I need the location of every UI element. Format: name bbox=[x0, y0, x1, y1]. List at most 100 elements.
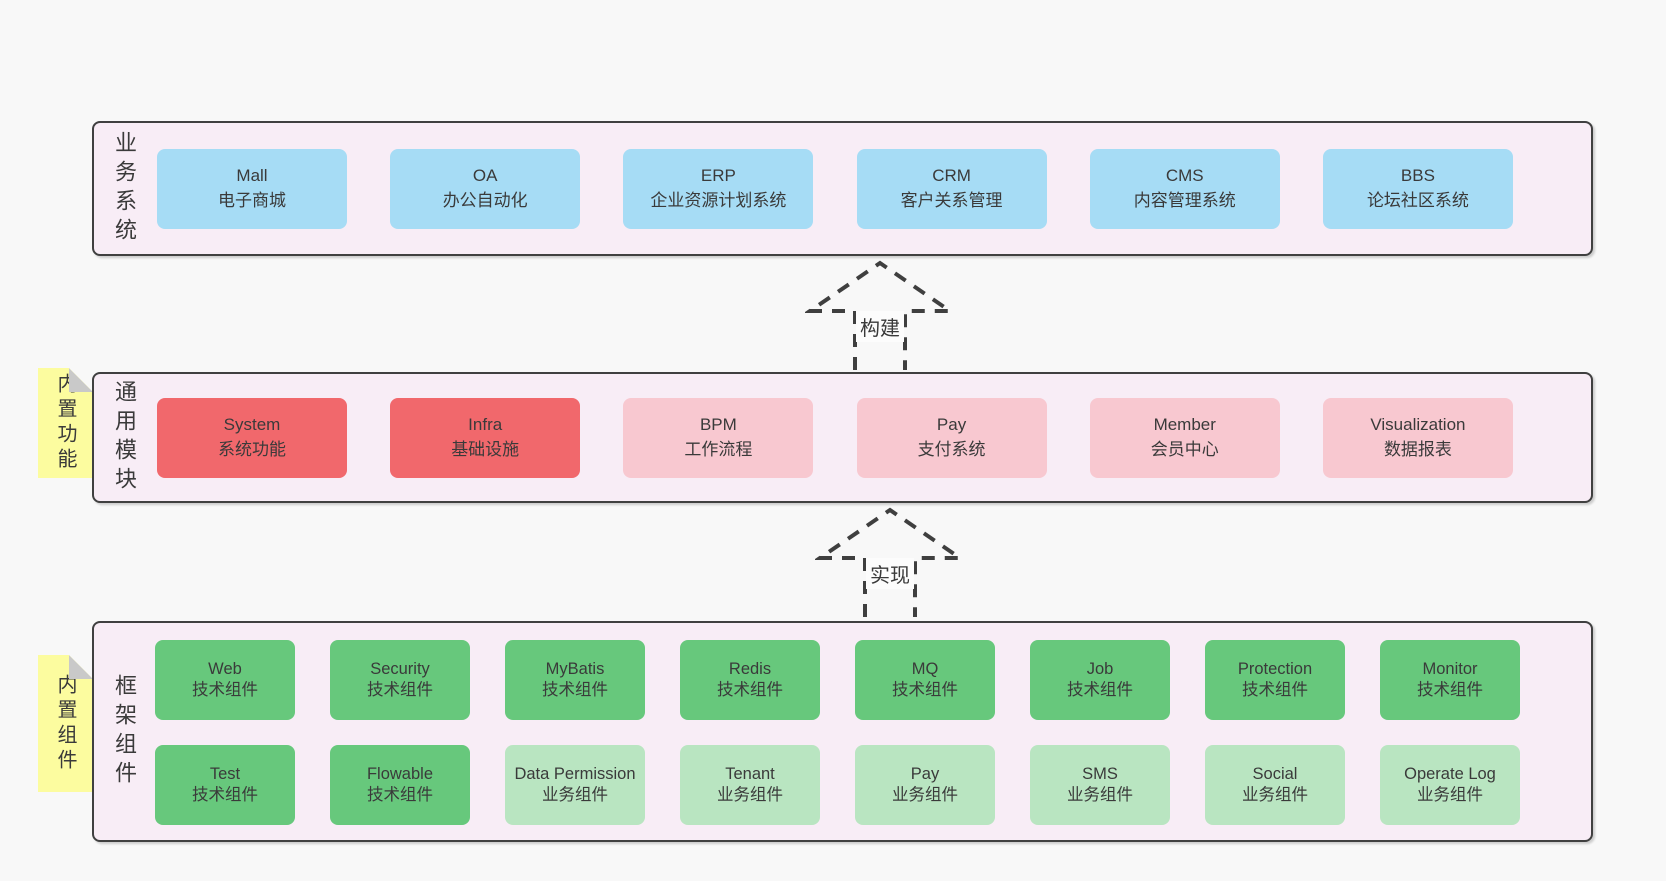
box-subtitle: 技术组件 bbox=[717, 681, 783, 699]
components-box-row-1: Web 技术组件 Security 技术组件 MyBatis 技术组件 Redi… bbox=[155, 640, 1520, 720]
box-subtitle: 业务组件 bbox=[717, 786, 783, 804]
box-title: Redis bbox=[728, 659, 772, 678]
box-title: Tenant bbox=[725, 764, 775, 783]
note-fold-corner bbox=[69, 368, 93, 392]
band-business-systems: 业务系统 Mall 电子商城 OA 办公自动化 ERP 企业资源计划系统 CRM… bbox=[92, 121, 1593, 256]
box-sms: SMS 业务组件 bbox=[1030, 745, 1170, 825]
box-title: ERP bbox=[700, 166, 736, 186]
dashed-up-arrow-icon bbox=[805, 260, 955, 370]
box-test: Test 技术组件 bbox=[155, 745, 295, 825]
box-system: System 系统功能 bbox=[157, 398, 347, 478]
box-title: MyBatis bbox=[545, 659, 605, 678]
box-bbs: BBS 论坛社区系统 bbox=[1322, 149, 1513, 229]
box-subtitle: 电子商城 bbox=[218, 191, 286, 210]
box-subtitle: 数据报表 bbox=[1383, 440, 1452, 459]
box-operate-log: Operate Log 业务组件 bbox=[1380, 745, 1520, 825]
box-subtitle: 技术组件 bbox=[1417, 681, 1483, 699]
sticky-note-built-in-components: 内置组件 bbox=[38, 655, 93, 792]
box-subtitle: 技术组件 bbox=[192, 681, 258, 699]
sticky-note-built-in-functions: 内置功能 bbox=[38, 368, 93, 478]
box-title: Job bbox=[1086, 659, 1114, 678]
band-common-modules: 通用模块 System 系统功能 Infra 基础设施 BPM 工作流程 Pay… bbox=[92, 372, 1593, 503]
box-subtitle: 技术组件 bbox=[367, 786, 433, 804]
arrow-implement: 实现 bbox=[815, 504, 965, 617]
arrow-build: 构建 bbox=[805, 257, 955, 370]
box-subtitle: 技术组件 bbox=[1242, 681, 1308, 699]
box-subtitle: 企业资源计划系统 bbox=[650, 191, 787, 210]
box-title: BPM bbox=[699, 415, 737, 435]
modules-box-row: System 系统功能 Infra 基础设施 BPM 工作流程 Pay 支付系统… bbox=[157, 398, 1513, 478]
box-title: Web bbox=[208, 659, 242, 678]
box-pay-biz: Pay 业务组件 bbox=[855, 745, 995, 825]
box-title: SMS bbox=[1082, 764, 1118, 783]
box-data-permission: Data Permission 业务组件 bbox=[505, 745, 645, 825]
box-infra: Infra 基础设施 bbox=[390, 398, 581, 478]
box-subtitle: 论坛社区系统 bbox=[1366, 191, 1469, 210]
box-security: Security 技术组件 bbox=[330, 640, 470, 720]
box-subtitle: 工作流程 bbox=[684, 440, 753, 459]
arrow-build-label: 构建 bbox=[856, 311, 904, 342]
arrow-implement-label: 实现 bbox=[866, 558, 914, 589]
box-title: Pay bbox=[910, 764, 940, 783]
band-label-business-systems: 业务系统 bbox=[112, 130, 137, 247]
sticky-note-text: 内置功能 bbox=[54, 373, 76, 473]
box-protection: Protection 技术组件 bbox=[1205, 640, 1345, 720]
box-title: Test bbox=[209, 764, 241, 783]
box-title: Member bbox=[1153, 415, 1216, 435]
box-subtitle: 内容管理系统 bbox=[1133, 191, 1236, 210]
box-title: Mall bbox=[236, 166, 268, 186]
box-web: Web 技术组件 bbox=[155, 640, 295, 720]
box-title: MQ bbox=[911, 659, 939, 678]
box-title: Flowable bbox=[366, 764, 434, 783]
box-visualization: Visualization 数据报表 bbox=[1322, 398, 1513, 478]
components-box-row-2: Test 技术组件 Flowable 技术组件 Data Permission … bbox=[155, 745, 1520, 825]
box-title: Visualization bbox=[1370, 415, 1466, 435]
box-subtitle: 技术组件 bbox=[367, 681, 433, 699]
box-title: BBS bbox=[1400, 166, 1435, 186]
box-title: OA bbox=[472, 166, 498, 186]
box-subtitle: 会员中心 bbox=[1150, 440, 1219, 459]
box-mq: MQ 技术组件 bbox=[855, 640, 995, 720]
box-bpm: BPM 工作流程 bbox=[623, 398, 814, 478]
box-subtitle: 业务组件 bbox=[892, 786, 958, 804]
box-subtitle: 技术组件 bbox=[1067, 681, 1133, 699]
box-monitor: Monitor 技术组件 bbox=[1380, 640, 1520, 720]
box-title: CMS bbox=[1165, 166, 1204, 186]
box-crm: CRM 客户关系管理 bbox=[856, 149, 1047, 229]
box-title: System bbox=[223, 415, 281, 435]
box-subtitle: 系统功能 bbox=[218, 440, 286, 459]
box-title: CRM bbox=[932, 166, 971, 186]
box-tenant: Tenant 业务组件 bbox=[680, 745, 820, 825]
box-title: Infra bbox=[468, 415, 503, 435]
box-oa: OA 办公自动化 bbox=[390, 149, 581, 229]
box-subtitle: 业务组件 bbox=[1242, 786, 1308, 804]
box-title: Pay bbox=[936, 415, 967, 435]
box-subtitle: 支付系统 bbox=[917, 440, 986, 459]
box-title: Operate Log bbox=[1404, 764, 1496, 783]
band-label-common-modules: 通用模块 bbox=[112, 379, 137, 496]
note-fold-corner bbox=[69, 655, 93, 679]
band-framework-components: 框架组件 Web 技术组件 Security 技术组件 MyBatis 技术组件… bbox=[92, 621, 1593, 842]
box-title: Data Permission bbox=[514, 764, 636, 783]
sticky-note-text: 内置组件 bbox=[54, 673, 76, 774]
box-mall: Mall 电子商城 bbox=[157, 149, 347, 229]
box-mybatis: MyBatis 技术组件 bbox=[505, 640, 645, 720]
box-subtitle: 客户关系管理 bbox=[900, 191, 1003, 210]
box-subtitle: 业务组件 bbox=[1067, 786, 1133, 804]
box-title: Security bbox=[370, 659, 430, 678]
box-erp: ERP 企业资源计划系统 bbox=[623, 149, 814, 229]
box-pay: Pay 支付系统 bbox=[856, 398, 1047, 478]
box-subtitle: 办公自动化 bbox=[442, 191, 528, 210]
band-label-framework-components: 框架组件 bbox=[112, 673, 137, 790]
box-job: Job 技术组件 bbox=[1030, 640, 1170, 720]
box-subtitle: 业务组件 bbox=[1417, 786, 1483, 804]
dashed-up-arrow-icon bbox=[815, 507, 965, 617]
box-flowable: Flowable 技术组件 bbox=[330, 745, 470, 825]
box-social: Social 业务组件 bbox=[1205, 745, 1345, 825]
box-title: Protection bbox=[1237, 659, 1313, 678]
box-subtitle: 业务组件 bbox=[542, 786, 608, 804]
business-box-row: Mall 电子商城 OA 办公自动化 ERP 企业资源计划系统 CRM 客户关系… bbox=[157, 149, 1513, 229]
box-subtitle: 技术组件 bbox=[192, 786, 258, 804]
box-subtitle: 技术组件 bbox=[542, 681, 608, 699]
